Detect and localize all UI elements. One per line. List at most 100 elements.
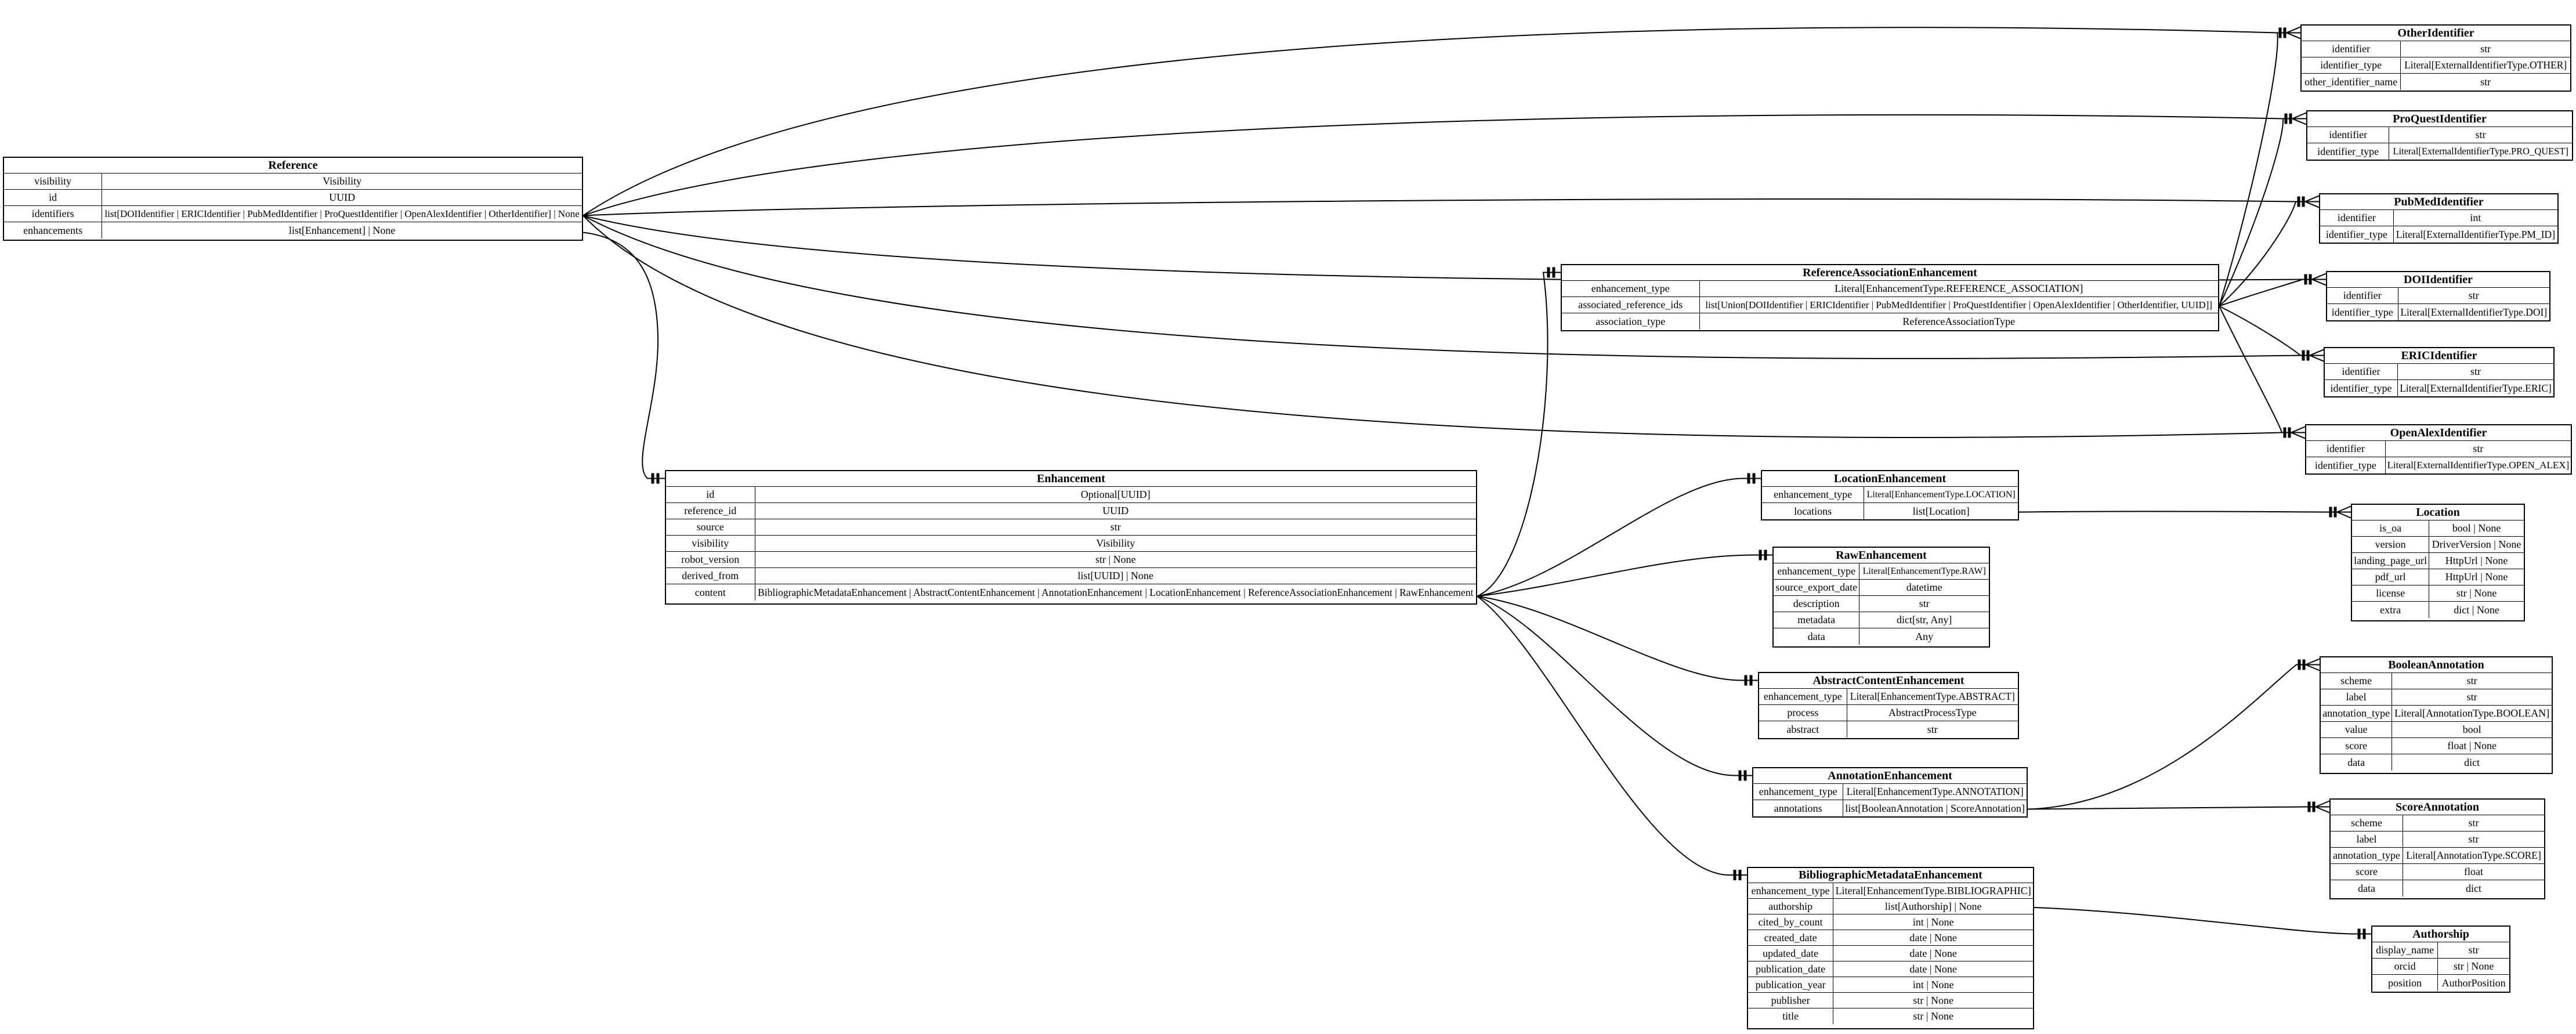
field-name: identifier bbox=[2307, 127, 2390, 143]
field-type: str bbox=[2473, 443, 2484, 454]
field-row-license: license str | None bbox=[2352, 585, 2524, 602]
field-name: association_type bbox=[1562, 313, 1700, 330]
field-name: metadata bbox=[1774, 612, 1860, 628]
field-type: Literal[ExternalIdentifierType.ERIC] bbox=[2400, 382, 2552, 394]
relationship-edge bbox=[1477, 554, 1772, 597]
relationship-edge bbox=[583, 215, 2324, 359]
field-type: Visibility bbox=[323, 175, 362, 187]
field-name: data bbox=[2321, 754, 2393, 771]
field-type: DriverVersion | None bbox=[2432, 538, 2521, 550]
field-type: str bbox=[2480, 43, 2491, 55]
field-type: Visibility bbox=[1096, 537, 1135, 549]
field-type: HttpUrl | None bbox=[2445, 571, 2508, 583]
field-type: Literal[EnhancementType.ABSTRACT] bbox=[1850, 690, 2015, 702]
field-type: int | None bbox=[1912, 916, 1954, 928]
field-name: cited_by_count bbox=[1748, 914, 1834, 930]
field-type: Literal[EnhancementType.RAW] bbox=[1862, 566, 1986, 576]
field-name: landing_page_url bbox=[2352, 553, 2430, 569]
relationship-edge bbox=[1477, 595, 1752, 776]
field-name: license bbox=[2352, 585, 2430, 601]
relationship-edge bbox=[2311, 273, 2327, 286]
relationship-edge bbox=[583, 114, 2306, 216]
field-name: publisher bbox=[1748, 993, 1834, 1008]
entity-title: PubMedIdentifier bbox=[2320, 194, 2557, 210]
relationship-edge bbox=[2219, 32, 2300, 306]
field-name: description bbox=[1774, 596, 1860, 612]
field-type: list[BooleanAnnotation | ScoreAnnotation… bbox=[1845, 802, 2025, 814]
entity-title: ProQuestIdentifier bbox=[2307, 111, 2572, 127]
relationship-edge bbox=[2219, 118, 2306, 306]
entity-title: Authorship bbox=[2372, 927, 2509, 942]
field-type: str bbox=[2475, 129, 2486, 140]
entity-title: BibliographicMetadataEnhancement bbox=[1748, 868, 2033, 883]
field-type: Literal[ExternalIdentifierType.OTHER] bbox=[2404, 59, 2567, 71]
entity-title: DOIIdentifier bbox=[2327, 272, 2549, 288]
field-name: label bbox=[2331, 831, 2404, 847]
field-name: identifiers bbox=[4, 206, 103, 222]
entity-title: OpenAlexIdentifier bbox=[2306, 425, 2571, 441]
field-name: title bbox=[1748, 1008, 1834, 1024]
field-name: extra bbox=[2352, 602, 2430, 618]
field-name: data bbox=[1774, 628, 1860, 645]
field-name: publication_year bbox=[1748, 977, 1834, 992]
relationship-edge bbox=[1477, 595, 1758, 681]
field-name: label bbox=[2321, 689, 2393, 705]
relationship-edge bbox=[2219, 306, 2305, 433]
field-type: Literal[EnhancementType.LOCATION] bbox=[1866, 489, 2016, 500]
field-type: str bbox=[2468, 290, 2479, 301]
field-type: list[Enhancement] | None bbox=[288, 224, 396, 236]
field-type: Literal[ExternalIdentifierType.PM_ID] bbox=[2396, 228, 2556, 240]
field-type: str | None bbox=[2456, 587, 2497, 599]
entity-title: AnnotationEnhancement bbox=[1753, 768, 2027, 784]
field-name: identifier_type bbox=[2307, 143, 2390, 160]
field-name: identifier bbox=[2325, 364, 2398, 379]
field-name: enhancement_type bbox=[1759, 689, 1847, 704]
field-name: id bbox=[666, 487, 755, 502]
field-type: AbstractProcessType bbox=[1888, 707, 1977, 718]
field-name: identifier_type bbox=[2302, 57, 2401, 73]
field-name: robot_version bbox=[666, 552, 755, 567]
field-name: enhancement_type bbox=[1762, 487, 1865, 502]
field-type: HttpUrl | None bbox=[2445, 555, 2508, 566]
relationship-edge bbox=[2291, 426, 2306, 439]
field-type: str | None bbox=[2453, 960, 2494, 972]
field-row-cited_by_count: cited_by_count int | None bbox=[1748, 914, 2033, 930]
field-type: str bbox=[2468, 833, 2479, 845]
entity-title: OtherIdentifier bbox=[2302, 26, 2570, 41]
field-name: derived_from bbox=[666, 568, 755, 584]
field-name: enhancement_type bbox=[1753, 784, 1844, 800]
field-type: Literal[AnnotationType.SCORE] bbox=[2406, 849, 2541, 861]
entity-title: Location bbox=[2352, 505, 2524, 520]
entity-title: ScoreAnnotation bbox=[2331, 800, 2544, 815]
field-name: display_name bbox=[2372, 942, 2438, 958]
field-name: annotations bbox=[1753, 800, 1844, 816]
